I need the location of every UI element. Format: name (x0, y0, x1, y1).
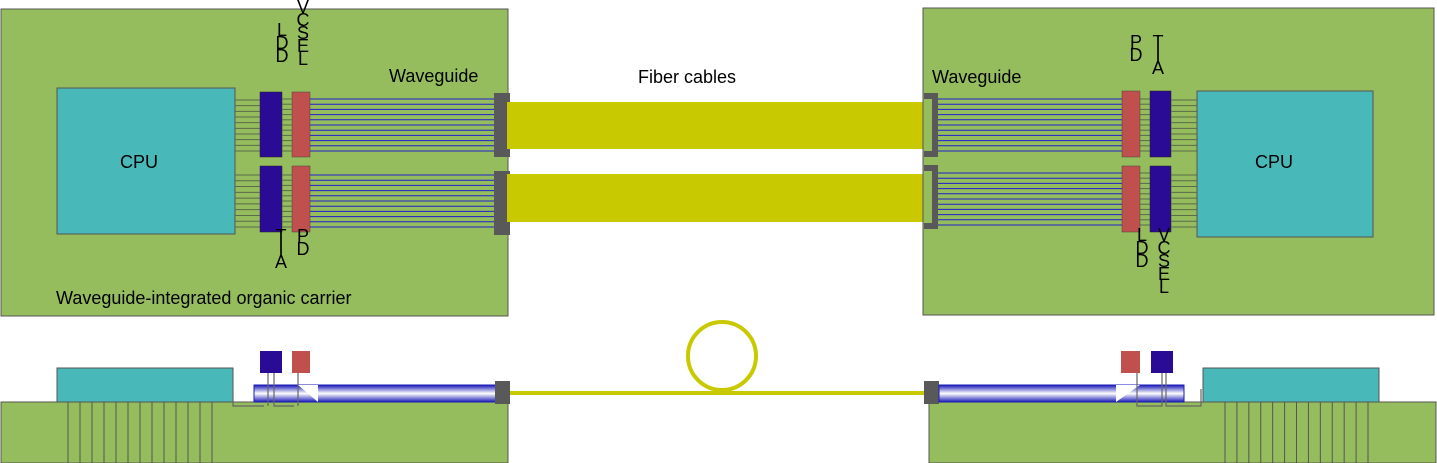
right-connector-lower (924, 165, 938, 229)
right-ldd-chip (1149, 165, 1172, 233)
left-side-ldd (260, 351, 282, 373)
right-tia-label: TIA (1151, 32, 1164, 78)
left-side-connector (495, 381, 510, 404)
left-side-wiring (232, 373, 299, 407)
left-side-vcsel (292, 351, 310, 373)
left-side-vias (67, 402, 213, 463)
left-pd-label: PD (296, 226, 310, 259)
right-tia-chip (1149, 90, 1172, 158)
left-cpu-to-driver-lines-lower (235, 174, 260, 228)
left-ldd-chip (259, 91, 283, 158)
fiber-cable-lower (507, 174, 925, 222)
right-side-tia (1151, 351, 1173, 373)
left-side-mirror (298, 385, 318, 402)
left-side-cpu (56, 367, 234, 403)
left-vcsel-label: VCSEL (296, 0, 310, 69)
right-pd-chip (1121, 90, 1141, 158)
fiber-cable-upper (507, 102, 925, 149)
left-waveguides-upper (282, 98, 494, 152)
fiber-cables-label: Fiber cables (638, 67, 737, 87)
right-ldd-label: LDD (1135, 225, 1149, 271)
left-side-waveguide (253, 384, 497, 403)
left-cpu-label: CPU (120, 152, 159, 172)
right-driver-to-cpu-lines-lower (1171, 174, 1197, 228)
right-waveguides-upper (938, 98, 1150, 152)
carrier-label: Waveguide-integrated organic carrier (56, 288, 352, 308)
right-connector-upper (924, 93, 938, 157)
right-vcsel-chip (1121, 165, 1141, 233)
left-cpu-chip (56, 87, 236, 235)
left-tia-chip (259, 165, 283, 233)
right-cpu-label: CPU (1255, 152, 1294, 172)
right-side-cpu (1202, 367, 1380, 403)
left-side-substrate (0, 401, 509, 463)
left-connector-upper (494, 93, 510, 157)
left-tia-label: TIA (274, 226, 287, 272)
right-side-wiring (1136, 373, 1202, 407)
left-waveguides-lower (282, 174, 494, 228)
left-connector-lower (494, 171, 510, 235)
right-side-vias (1224, 402, 1369, 463)
side-fiber-loop (686, 320, 758, 392)
right-waveguide-label: Waveguide (932, 67, 1022, 87)
left-cpu-to-driver-lines-upper (235, 99, 260, 152)
right-driver-to-cpu-lines-upper (1171, 99, 1197, 152)
right-vcsel-label: VCSEL (1157, 225, 1171, 297)
right-side-substrate (928, 401, 1437, 463)
right-cpu-chip (1196, 90, 1374, 238)
right-side-waveguide (938, 384, 1185, 403)
left-vcsel-chip (291, 91, 311, 158)
right-side-connector (924, 381, 939, 404)
right-pd-label: PD (1129, 32, 1143, 65)
left-pd-chip (291, 165, 311, 233)
right-side-pd (1121, 351, 1140, 373)
right-side-mirror (1116, 385, 1140, 402)
left-ldd-label: LDD (275, 20, 289, 66)
left-waveguide-label: Waveguide (389, 66, 479, 86)
right-waveguides-lower (938, 172, 1150, 226)
